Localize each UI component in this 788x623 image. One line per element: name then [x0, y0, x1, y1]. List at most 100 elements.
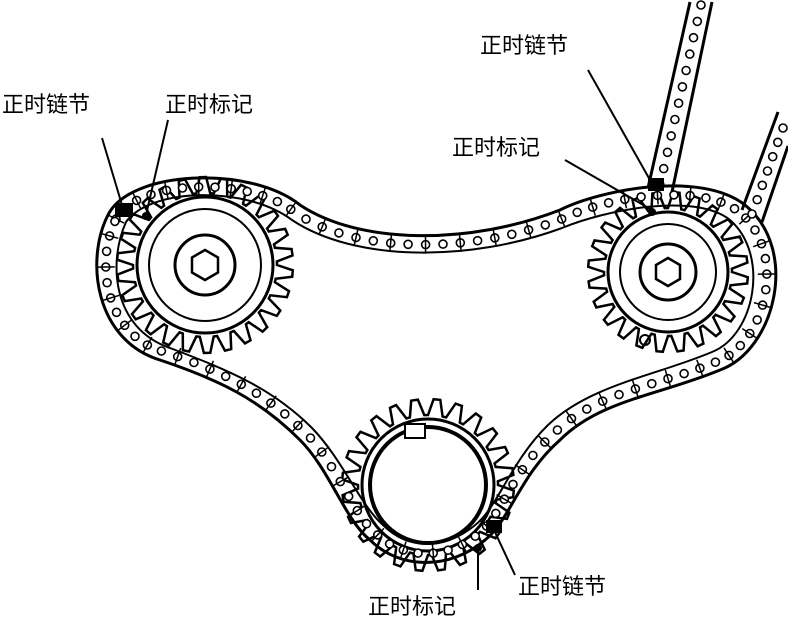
top-left-timing-link	[115, 203, 133, 217]
chain-link-plate	[100, 232, 119, 240]
chain-link-plate	[492, 228, 498, 247]
chain-roller	[572, 207, 583, 218]
strand-roller	[747, 209, 757, 219]
right-hex-bolt	[654, 256, 682, 288]
left-hex-bolt	[190, 248, 220, 282]
leader-top-left-mark	[145, 119, 169, 216]
strand-roller	[662, 147, 673, 158]
strand-roller	[696, 0, 706, 10]
label-bottom-mark: 正时标记	[368, 595, 456, 620]
chain-link-plate	[142, 336, 153, 354]
chain-roller	[729, 203, 740, 214]
chain-roller	[301, 214, 311, 224]
chain-roller	[189, 357, 199, 368]
chain-roller	[361, 518, 372, 529]
chain-link-plate	[565, 410, 578, 427]
chain-roller	[752, 315, 763, 325]
chain-roller	[177, 183, 188, 193]
chain-roller	[272, 196, 283, 207]
chain-roller	[540, 220, 551, 230]
chain-roller	[646, 378, 657, 389]
chain-link-plate	[525, 221, 532, 239]
chain-roller	[760, 284, 771, 295]
chain-roller	[581, 404, 592, 414]
chain-roller	[343, 491, 354, 502]
strand-roller	[688, 32, 699, 43]
chain-roller	[750, 225, 760, 235]
chain-roller	[334, 228, 344, 238]
chain-roller	[710, 357, 721, 368]
chain-roller	[242, 186, 252, 197]
chain-link-plate	[291, 418, 305, 433]
chain-roller	[760, 253, 771, 264]
chain-roller	[130, 331, 140, 342]
chain-link-plate	[752, 239, 771, 248]
chain-link-plate	[496, 494, 513, 505]
chain-roller	[735, 340, 746, 351]
chain-link-plate	[284, 201, 297, 218]
chain-roller	[614, 389, 624, 400]
label-top-left-chain: 正时链节	[2, 93, 90, 118]
chain-roller	[305, 433, 316, 443]
chain-link-plate	[688, 186, 692, 205]
strand-roller	[677, 82, 688, 92]
left-camshaft-sprocket	[115, 175, 295, 355]
leader-top-right-chain	[587, 69, 651, 181]
chain-roller	[490, 508, 501, 519]
chain-roller	[220, 371, 231, 382]
chain-link-plate	[101, 294, 120, 302]
strand-roller	[670, 114, 680, 125]
chain-link-plate	[264, 395, 277, 411]
chain-roller	[368, 236, 379, 246]
chain-link-plate	[318, 218, 327, 236]
chain-link-plate	[349, 505, 366, 517]
chain-roller	[279, 409, 290, 419]
chain-roller	[384, 539, 395, 549]
label-top-left-mark: 正时标记	[165, 93, 253, 118]
left-timing-mark-dot	[142, 212, 150, 220]
strand-roller	[692, 16, 703, 27]
chain-roller	[210, 182, 220, 192]
chain-link-plate	[259, 186, 267, 205]
leader-bottom-chain	[493, 529, 516, 576]
chain-link-plate	[332, 476, 349, 487]
chain-roller	[413, 548, 423, 558]
chain-roller	[403, 239, 413, 250]
label-top-right-mark: 正时标记	[452, 136, 540, 161]
crankshaft-keyway	[404, 423, 426, 439]
strand-roller	[772, 137, 783, 148]
strand-roller	[762, 166, 773, 176]
chain-roller	[443, 545, 453, 556]
chain-roller	[470, 531, 481, 542]
chain-roller	[508, 479, 518, 490]
leader-top-left-chain	[101, 137, 123, 206]
strand-roller	[752, 194, 763, 205]
chain-link-plate	[205, 360, 215, 378]
bottom-timing-link	[486, 520, 502, 533]
chain-link-plate	[314, 446, 330, 458]
chain-roller	[552, 425, 563, 435]
chain-roller	[251, 388, 262, 399]
strand-roller	[767, 151, 778, 162]
chain-roller	[701, 193, 711, 203]
strand-roller	[673, 98, 684, 108]
strand-links	[655, 0, 788, 219]
chain-roller	[101, 246, 112, 257]
chain-link-plate	[163, 181, 169, 200]
crankshaft-sprocket	[340, 397, 516, 573]
leader-top-right-mark	[564, 159, 653, 211]
chain-roller	[156, 346, 167, 356]
chain-link-plate	[631, 380, 639, 398]
chain-roller	[679, 368, 689, 379]
strand-roller	[666, 131, 677, 141]
chain-link-plate	[131, 191, 142, 209]
chain-link-plate	[173, 347, 182, 366]
strand-roller	[684, 49, 695, 59]
chain-roller	[528, 450, 538, 461]
chain-link-plate	[696, 359, 704, 377]
bottom-timing-mark-dot	[474, 544, 482, 552]
chain-roller	[326, 461, 337, 472]
timing-chain	[95, 176, 778, 564]
chain-link-plate	[589, 198, 597, 216]
